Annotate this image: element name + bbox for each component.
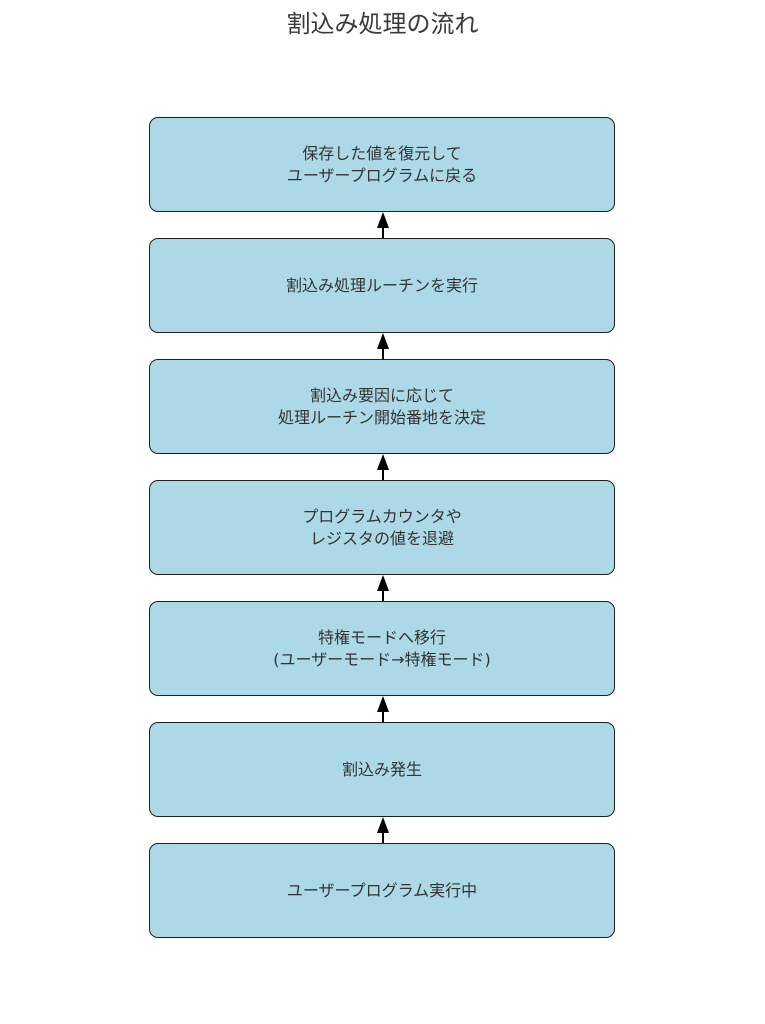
step-label-line: (ユーザーモード→特権モード) [273,649,491,669]
step-label-line: ユーザープログラムに戻る [286,165,478,185]
step-label-line: プログラムカウンタや [302,506,462,526]
step-label-line: 割込み要因に応じて [309,385,454,405]
step-execute-handler: 割込み処理ルーチンを実行 [149,238,615,333]
step-switch-to-privileged-mode: 特権モードへ移行 (ユーザーモード→特権モード) [149,601,615,696]
step-user-program-running: ユーザープログラム実行中 [149,843,615,938]
step-label-line: レジスタの値を退避 [309,528,454,548]
step-label-line: 保存した値を復元して [302,143,462,163]
step-interrupt-occurs: 割込み発生 [149,722,615,817]
step-restore-and-return: 保存した値を復元して ユーザープログラムに戻る [149,117,615,212]
step-label-line: 処理ルーチン開始番地を決定 [277,407,486,427]
step-label-line: 割込み処理ルーチンを実行 [285,275,478,295]
diagram-title: 割込み処理の流れ [286,10,479,38]
step-label-line: 割込み発生 [341,759,422,779]
step-determine-handler-address: 割込み要因に応じて 処理ルーチン開始番地を決定 [149,359,615,454]
step-save-registers: プログラムカウンタや レジスタの値を退避 [149,480,615,575]
step-label-line: 特権モードへ移行 [317,627,446,647]
step-label-line: ユーザープログラム実行中 [286,880,478,900]
